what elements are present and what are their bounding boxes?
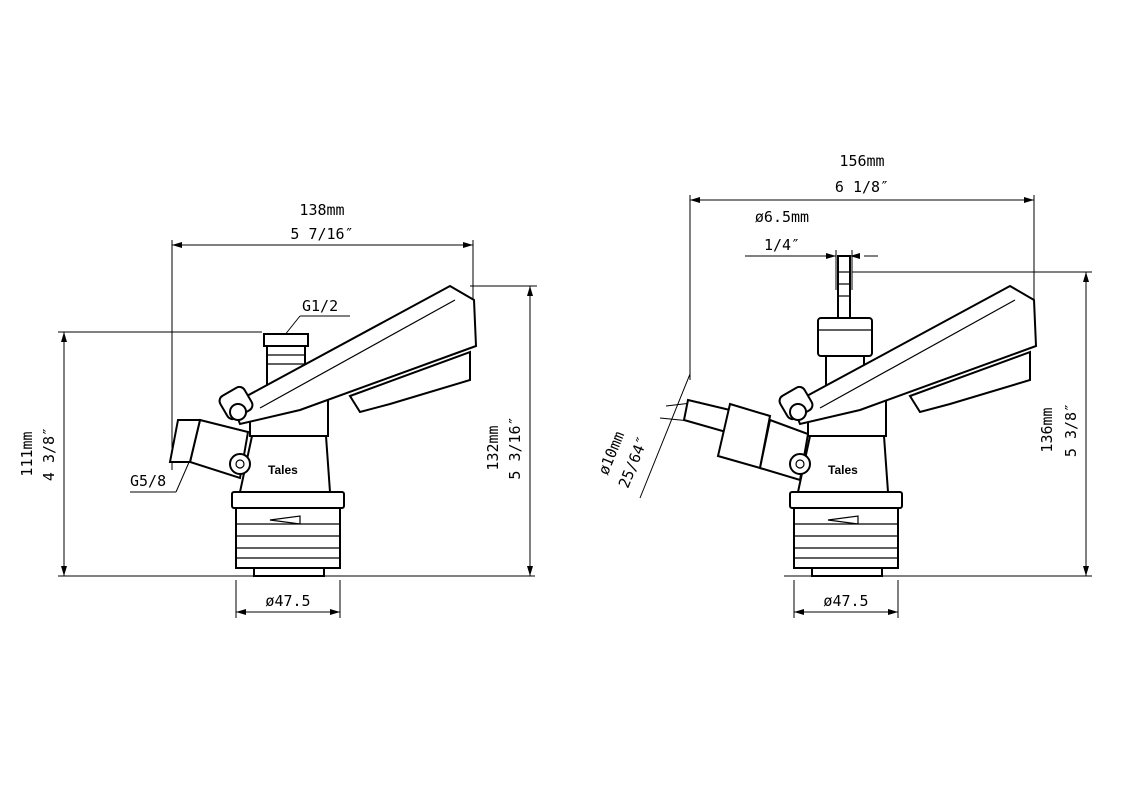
right-height-in: 5 3/8″ bbox=[1062, 403, 1080, 457]
probe-notch bbox=[827, 515, 859, 525]
valve-knob bbox=[789, 453, 811, 475]
right-height-mm: 136mm bbox=[1038, 407, 1056, 452]
left-width-in: 5 7/16″ bbox=[290, 225, 353, 243]
g12-leader bbox=[283, 315, 301, 337]
left-diameter: ø47.5 bbox=[265, 592, 310, 610]
side-hose-dim-line bbox=[639, 373, 691, 499]
valve-knob bbox=[229, 453, 251, 475]
lever-pivot bbox=[789, 403, 807, 421]
lever-edge bbox=[259, 299, 456, 409]
collar bbox=[231, 491, 345, 509]
right-diameter: ø47.5 bbox=[823, 592, 868, 610]
thread-top-label: G1/2 bbox=[302, 297, 338, 315]
left-coupler-view: 138mm 5 7/16″ 111mm 4 3/8″ 132mm 5 3/16″… bbox=[18, 201, 537, 618]
lever-pivot bbox=[229, 403, 247, 421]
right-coupler-view: 156mm 6 1/8″ ø6.5mm 1/4″ 136mm 5 3/8″ ø1… bbox=[595, 152, 1092, 618]
probe-tip bbox=[253, 567, 325, 577]
top-hose-barb bbox=[837, 255, 851, 319]
thread-side-label: G5/8 bbox=[130, 472, 166, 490]
left-coupler-body: Tales bbox=[168, 284, 478, 577]
left-logo: Tales bbox=[268, 463, 298, 477]
top-hex-nut bbox=[817, 317, 873, 357]
probe-tip bbox=[811, 567, 883, 577]
right-width-mm: 156mm bbox=[839, 152, 884, 170]
right-width-in: 6 1/8″ bbox=[835, 178, 889, 196]
probe-notch bbox=[269, 515, 301, 525]
left-height-in: 4 3/8″ bbox=[40, 427, 58, 481]
g58-leader bbox=[175, 459, 191, 493]
left-total-height-in: 5 3/16″ bbox=[506, 416, 524, 479]
top-thread-nut bbox=[263, 333, 309, 347]
right-logo: Tales bbox=[828, 463, 858, 477]
left-height-mm: 111mm bbox=[18, 431, 36, 476]
lever-grip bbox=[348, 350, 471, 414]
lever-edge bbox=[819, 299, 1016, 409]
side-thread bbox=[168, 419, 202, 463]
hose-diameter-mm: ø6.5mm bbox=[755, 208, 809, 226]
lever-grip bbox=[908, 350, 1031, 414]
valve-knob-center bbox=[795, 459, 805, 469]
hose-diameter-in: 1/4″ bbox=[764, 236, 800, 254]
side-hose-barb bbox=[682, 398, 732, 434]
valve-knob-center bbox=[235, 459, 245, 469]
left-total-height-mm: 132mm bbox=[484, 425, 502, 470]
left-width-mm: 138mm bbox=[299, 201, 344, 219]
collar bbox=[789, 491, 903, 509]
right-coupler-body: Tales bbox=[682, 255, 1038, 577]
